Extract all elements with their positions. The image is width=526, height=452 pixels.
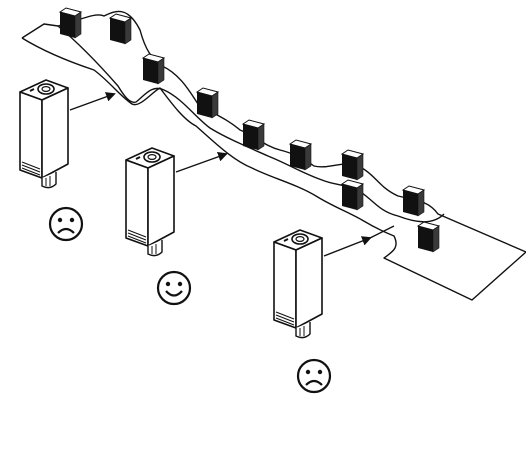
- conveyor-upper-edge: [21, 10, 526, 253]
- box-object: [417, 221, 440, 253]
- box-object: [289, 139, 312, 171]
- sad-face-icon: [48, 206, 84, 242]
- beam-left: [69, 92, 116, 111]
- box-object: [341, 149, 364, 181]
- beam-middle: [175, 152, 228, 173]
- beam-right: [323, 236, 372, 257]
- beam-right-tail: [369, 225, 395, 239]
- box-object: [59, 7, 82, 39]
- box-object: [402, 185, 425, 217]
- box-object: [242, 119, 265, 151]
- box-object: [341, 179, 364, 211]
- happy-face-icon: [156, 270, 192, 306]
- conveyor-inner-line: [57, 25, 445, 223]
- box-object: [196, 87, 219, 119]
- sensor-right: [273, 229, 323, 339]
- sensor-left: [19, 79, 69, 189]
- sad-face-icon: [296, 358, 332, 394]
- box-object: [142, 53, 165, 85]
- sensor-beams: [69, 92, 395, 257]
- box-object: [109, 13, 132, 45]
- sensor-middle: [125, 147, 175, 257]
- belt-objects: [59, 7, 440, 253]
